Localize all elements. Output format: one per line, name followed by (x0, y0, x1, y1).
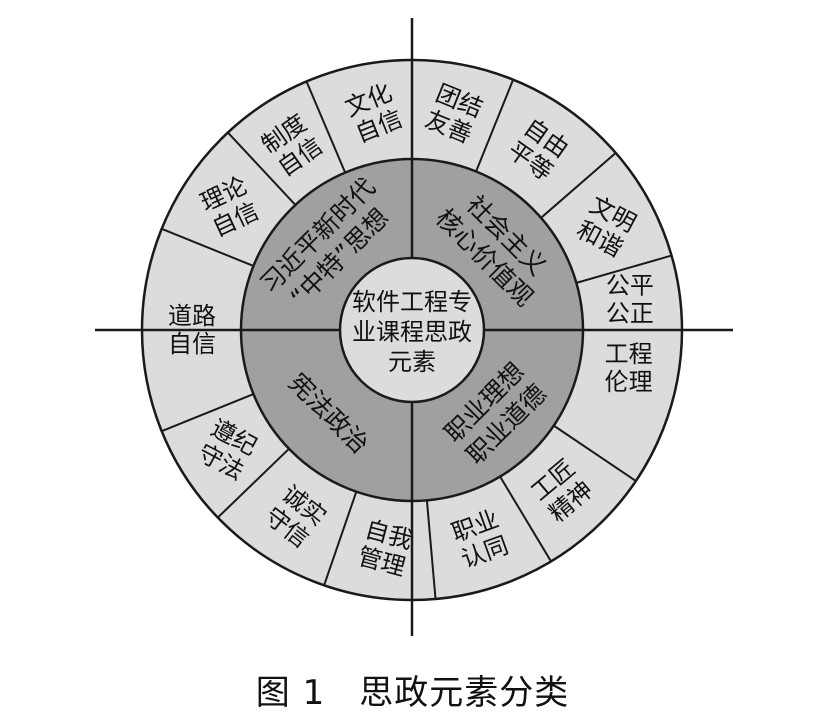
segment-justice-line: 公平 (606, 271, 654, 299)
segment-eng-ethics-line: 伦理 (605, 368, 653, 396)
segment-road-line: 自信 (168, 330, 216, 358)
figure-caption: 图 1 思政元素分类 (0, 665, 825, 714)
segment-eng-ethics-line: 工程 (605, 340, 653, 368)
segment-divider (323, 491, 358, 586)
segment-road-line: 道路 (168, 302, 216, 330)
segment-divider (161, 393, 254, 433)
segment-divider (576, 254, 672, 284)
segment-divider (217, 448, 290, 519)
segment-divider (425, 500, 437, 600)
segment-divider (227, 131, 297, 206)
segment-divider (305, 81, 347, 173)
cross-axes (95, 18, 733, 636)
center-label-line: 业课程思政 (352, 318, 472, 346)
segment-justice-line: 公正 (606, 299, 654, 327)
center-label-line: 元素 (388, 348, 436, 376)
segment-divider (540, 152, 617, 219)
segment-divider (553, 424, 637, 482)
segment-divider (161, 227, 254, 267)
segment-divider (499, 476, 552, 562)
center-label-line: 软件工程专 (352, 288, 472, 316)
caption-title: 思政元素分类 (359, 673, 570, 713)
segment-divider (475, 79, 515, 172)
caption-figure-number: 图 1 (255, 673, 326, 713)
